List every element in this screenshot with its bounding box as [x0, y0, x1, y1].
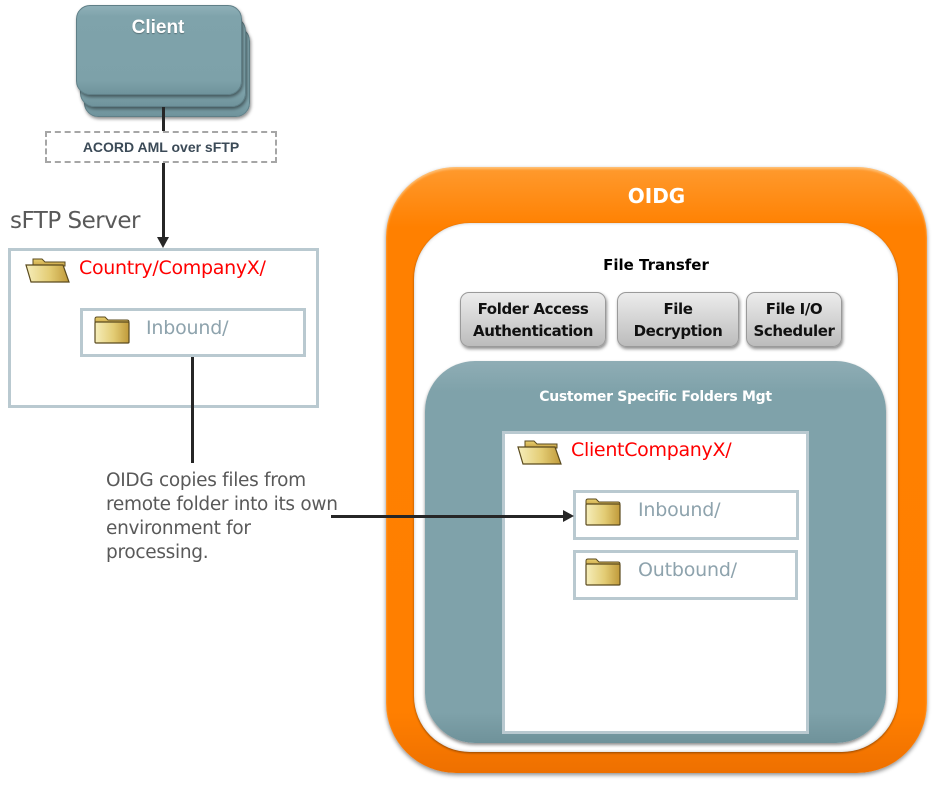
sftp-root-folder-name[interactable]: Country/CompanyX/: [79, 257, 266, 279]
client-root-folder-name[interactable]: ClientCompanyX/: [571, 439, 732, 461]
folder-icon: [94, 315, 130, 345]
folder-icon: [585, 557, 621, 587]
process-note: OIDG copies files from remote folder int…: [106, 470, 338, 563]
connector-line: [191, 357, 194, 463]
folder-open-icon: [517, 438, 562, 466]
oidg-title: OIDG: [627, 184, 686, 208]
arrow-down-icon: [157, 237, 169, 248]
folder-open-icon: [25, 256, 70, 284]
protocol-label-box: ACORD AML over sFTP: [45, 131, 277, 163]
file-decryption-service[interactable]: File Decryption: [617, 292, 739, 347]
file-transfer-title: File Transfer: [603, 256, 709, 274]
arrow-right-icon: [563, 510, 574, 522]
connector-line: [162, 107, 165, 131]
connector-line: [162, 163, 165, 238]
client-outbound-folder[interactable]: [573, 550, 798, 600]
file-io-scheduler-service[interactable]: File I/O Scheduler: [746, 292, 842, 347]
client-title: Client: [131, 17, 185, 38]
client-card-front: [76, 5, 242, 95]
copy-arrow-line: [331, 515, 564, 518]
customer-folders-title: Customer Specific Folders Mgt: [539, 389, 772, 405]
protocol-label: ACORD AML over sFTP: [82, 139, 240, 155]
sftp-inbound-folder-name: Inbound/: [146, 317, 229, 339]
folder-icon: [585, 497, 621, 527]
folder-access-authentication-service[interactable]: Folder Access Authentication: [460, 292, 606, 347]
client-outbound-folder-name: Outbound/: [638, 559, 737, 581]
sftp-server-label: sFTP Server: [10, 208, 140, 234]
client-inbound-folder-name: Inbound/: [638, 499, 721, 521]
